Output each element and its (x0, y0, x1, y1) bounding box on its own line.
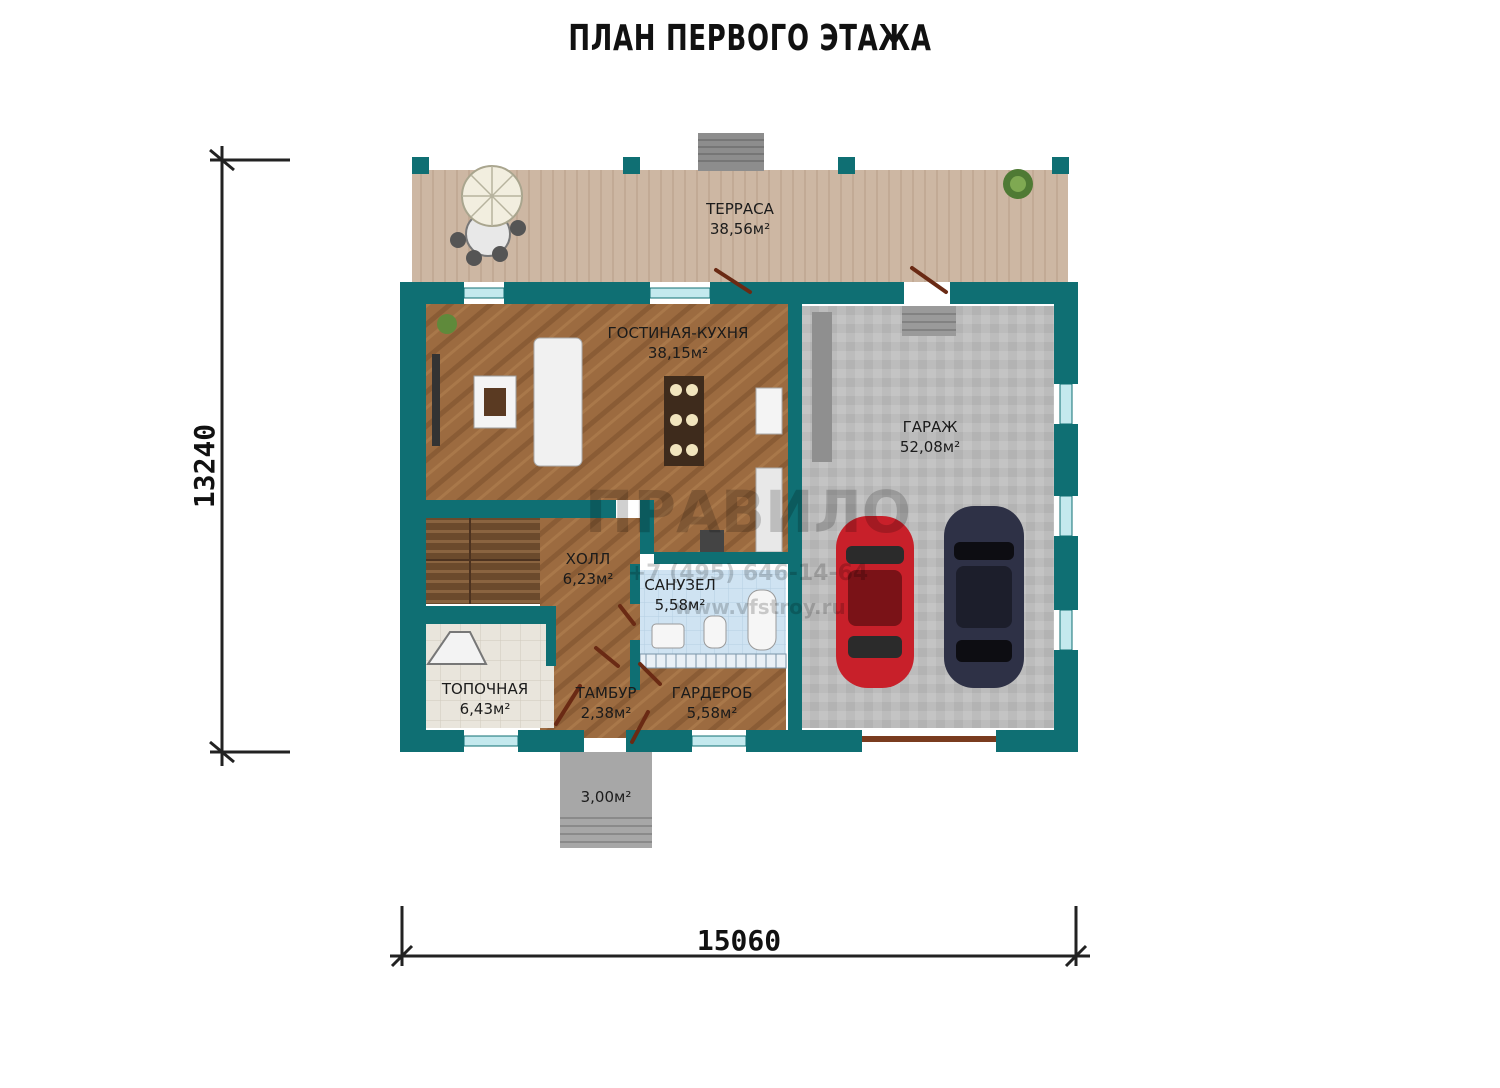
room-area-living: 38,15м² (648, 344, 708, 362)
room-name-terrace: ТЕРРАСА (705, 200, 774, 218)
room-labels: ТЕРРАСА 38,56м² ГОСТИНАЯ-КУХНЯ 38,15м² Г… (441, 200, 960, 806)
terrace-umbrella-icon (450, 165, 526, 266)
living-furniture (432, 314, 783, 553)
room-name-bathroom: САНУЗЕЛ (644, 576, 716, 594)
room-area-porch: 3,00м² (581, 788, 632, 806)
garage-shelf (812, 312, 832, 462)
wardrobe-rail (639, 653, 787, 669)
red-car-icon (836, 516, 914, 688)
doors (554, 266, 948, 744)
hall-floor (540, 518, 640, 738)
watermark-brand: ПРАВИЛО (585, 478, 911, 546)
watermark: ПРАВИЛО +7 (495) 646-14-64 www.vfstroy.r… (585, 478, 911, 619)
height-dimension (209, 146, 290, 766)
terrace-posts (412, 157, 1069, 174)
garage-entry-steps (902, 306, 956, 336)
room-area-wardrobe: 5,58м² (687, 704, 738, 722)
watermark-site: www.vfstroy.ru (674, 595, 845, 619)
windows (463, 287, 1073, 747)
dark-car-icon (944, 506, 1024, 688)
width-dimension-label: 15060 (697, 924, 781, 957)
room-name-wardrobe: ГАРДЕРОБ (672, 684, 753, 702)
terrace-steps (698, 133, 764, 171)
room-name-boiler: ТОПОЧНАЯ (441, 680, 528, 698)
room-area-terrace: 38,56м² (710, 220, 770, 238)
page-title: ПЛАН ПЕРВОГО ЭТАЖА (568, 18, 932, 59)
width-dimension (390, 906, 1090, 968)
height-dimension-label: 13240 (188, 424, 221, 508)
room-area-vestibule: 2,38м² (581, 704, 632, 722)
room-area-bathroom: 5,58м² (655, 596, 706, 614)
room-name-living: ГОСТИНАЯ-КУХНЯ (608, 324, 749, 342)
room-name-hall: ХОЛЛ (566, 550, 611, 568)
room-name-vestibule: ТАМБУР (575, 684, 637, 702)
room-area-hall: 6,23м² (563, 570, 614, 588)
garage-door (862, 736, 996, 742)
watermark-phone: +7 (495) 646-14-64 (628, 561, 869, 586)
room-name-garage: ГАРАЖ (903, 418, 958, 436)
porch-floor (560, 752, 652, 848)
exterior-walls (400, 282, 1078, 752)
room-area-boiler: 6,43м² (460, 700, 511, 718)
room-area-garage: 52,08м² (900, 438, 960, 456)
terrace-plant-icon (1003, 169, 1033, 199)
